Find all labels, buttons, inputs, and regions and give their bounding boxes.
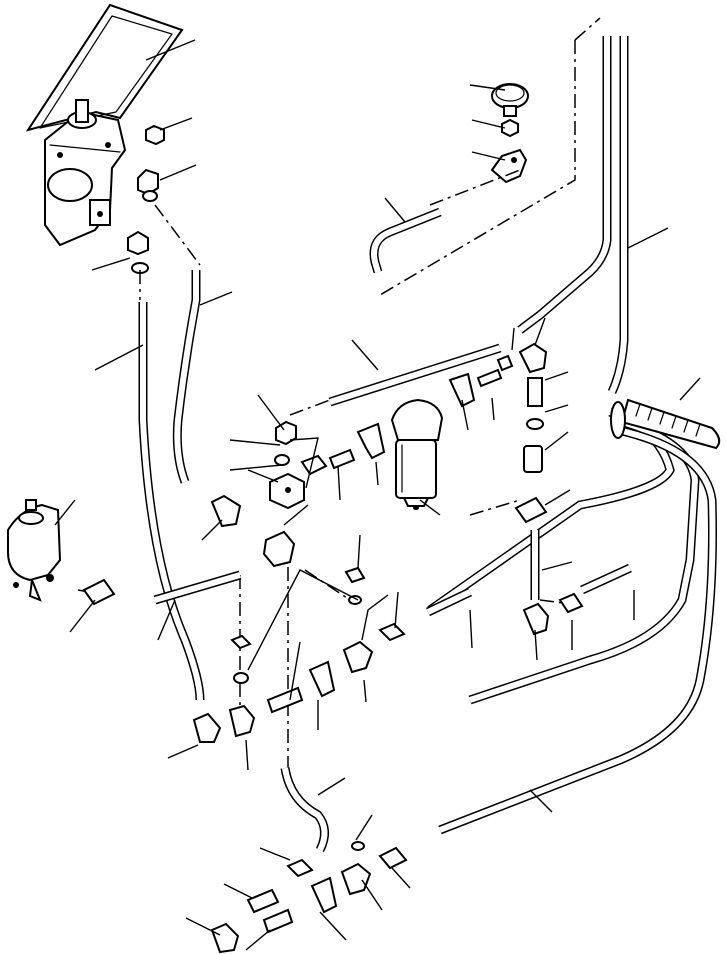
filter-canister-icon (390, 398, 444, 510)
fitting-cluster (82, 342, 584, 954)
brake-pedal-valve-icon (25, 3, 184, 247)
short-tubes (426, 530, 632, 617)
valve-block-icon (7, 499, 62, 602)
hose-bundle-icon (427, 398, 721, 835)
gauge-icon (490, 83, 529, 184)
callout-leaders (54, 39, 701, 951)
gauge-tube (369, 207, 442, 274)
fitting-icon (127, 124, 165, 274)
hard-line-tubes (138, 36, 629, 853)
